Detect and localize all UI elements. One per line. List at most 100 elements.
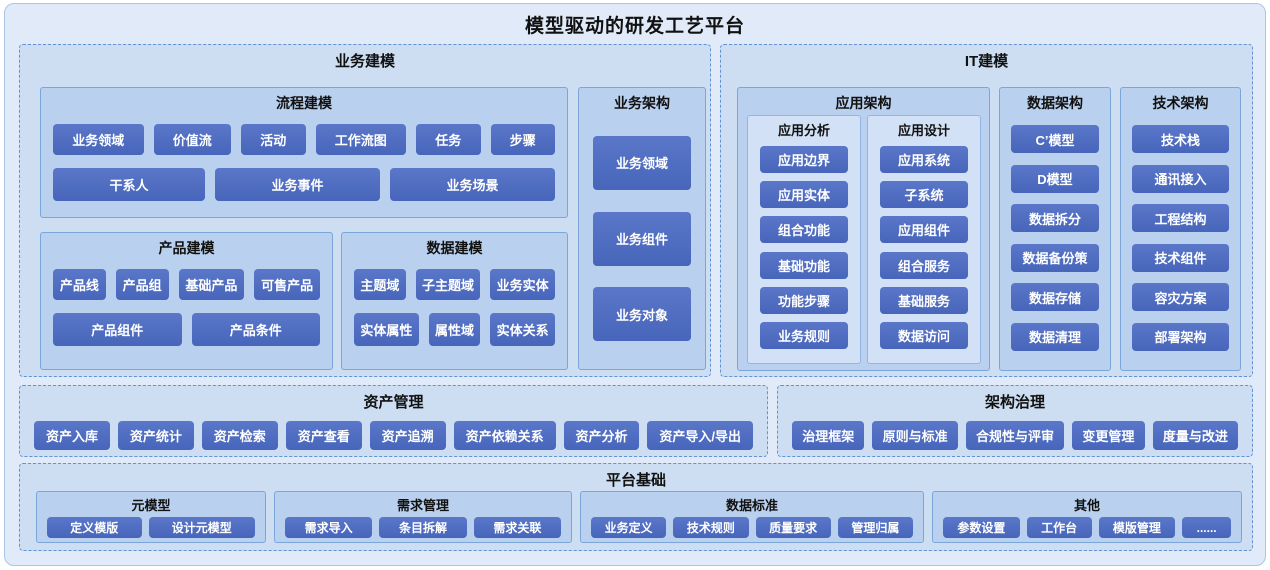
application-analysis-button[interactable]: 基础功能 <box>760 251 848 279</box>
data-architecture-button[interactable]: D模型 <box>1011 164 1099 193</box>
application-analysis-title: 应用分析 <box>777 123 830 138</box>
panel-application-architecture: 应用架构 应用分析 应用边界应用实体组合功能基础功能功能步骤业务规则 应用设计 … <box>737 87 990 371</box>
requirement-management-title: 需求管理 <box>396 498 449 513</box>
process-modeling-button[interactable]: 工作流图 <box>315 124 406 155</box>
others-button[interactable]: 工作台 <box>1026 517 1092 538</box>
technology-architecture-button[interactable]: 部署架构 <box>1132 322 1229 351</box>
application-analysis-items: 应用边界应用实体组合功能基础功能功能步骤业务规则 <box>760 138 848 357</box>
product-modeling-button[interactable]: 产品组 <box>115 269 169 300</box>
business-architecture-button[interactable]: 业务组件 <box>593 211 691 266</box>
data-architecture-button[interactable]: 数据存储 <box>1011 283 1099 312</box>
others-button[interactable]: 参数设置 <box>943 517 1020 538</box>
asset-management-button[interactable]: 资产分析 <box>563 421 640 450</box>
application-design-items: 应用系统子系统应用组件组合服务基础服务数据访问 <box>880 138 968 357</box>
section-business-modeling: 业务建模 流程建模 业务领域价值流活动工作流图任务步骤 干系人业务事件业务场景 … <box>19 44 711 377</box>
application-design-button[interactable]: 应用组件 <box>880 216 968 244</box>
requirement-management-button[interactable]: 条目拆解 <box>379 517 467 538</box>
data-standard-title: 数据标准 <box>725 498 778 513</box>
process-modeling-button[interactable]: 业务事件 <box>215 168 380 201</box>
application-design-button[interactable]: 应用系统 <box>880 146 968 174</box>
data-architecture-button[interactable]: 数据备份策 <box>1011 243 1099 272</box>
technology-architecture-title: 技术架构 <box>1152 95 1209 111</box>
architecture-governance-button[interactable]: 变更管理 <box>1072 421 1145 450</box>
technology-architecture-button[interactable]: 通讯接入 <box>1132 164 1229 193</box>
data-architecture-button[interactable]: 数据拆分 <box>1011 204 1099 233</box>
application-analysis-button[interactable]: 应用边界 <box>760 146 848 174</box>
data-architecture-button[interactable]: 数据清理 <box>1011 322 1099 351</box>
technology-architecture-button[interactable]: 技术栈 <box>1132 125 1229 154</box>
process-modeling-button[interactable]: 活动 <box>241 124 306 155</box>
subpanel-application-analysis: 应用分析 应用边界应用实体组合功能基础功能功能步骤业务规则 <box>747 115 861 364</box>
data-modeling-button[interactable]: 业务实体 <box>490 269 556 300</box>
data-modeling-button[interactable]: 实体属性 <box>354 313 419 346</box>
business-architecture-button[interactable]: 业务领域 <box>593 135 691 190</box>
data-standard-button[interactable]: 业务定义 <box>591 517 667 538</box>
data-modeling-button[interactable]: 主题域 <box>354 269 406 300</box>
data-standard-button[interactable]: 管理归属 <box>837 517 913 538</box>
it-modeling-title: IT建模 <box>964 53 1009 70</box>
product-modeling-row-2: 产品组件产品条件 <box>53 313 320 346</box>
application-analysis-button[interactable]: 组合功能 <box>760 216 848 244</box>
data-modeling-row-2: 实体属性属性域实体关系 <box>354 313 556 346</box>
data-modeling-button[interactable]: 实体关系 <box>490 313 556 346</box>
architecture-governance-items: 治理框架原则与标准合规性与评审变更管理度量与改进 <box>792 421 1239 450</box>
architecture-governance-button[interactable]: 合规性与评审 <box>965 421 1065 450</box>
architecture-governance-button[interactable]: 原则与标准 <box>872 421 958 450</box>
product-modeling-button[interactable]: 基础产品 <box>178 269 245 300</box>
process-modeling-button[interactable]: 干系人 <box>53 168 205 201</box>
architecture-governance-title: 架构治理 <box>984 394 1045 411</box>
process-modeling-row-1: 业务领域价值流活动工作流图任务步骤 <box>53 124 555 155</box>
application-analysis-button[interactable]: 业务规则 <box>760 321 848 349</box>
product-modeling-button[interactable]: 产品条件 <box>191 313 320 346</box>
data-standard-button[interactable]: 技术规则 <box>673 517 749 538</box>
product-modeling-button[interactable]: 产品组件 <box>53 313 182 346</box>
process-modeling-row-2: 干系人业务事件业务场景 <box>53 168 555 201</box>
asset-management-button[interactable]: 资产追溯 <box>369 421 446 450</box>
asset-management-button[interactable]: 资产导入/导出 <box>647 421 753 450</box>
others-button[interactable]: ...... <box>1182 517 1231 538</box>
section-asset-management: 资产管理 资产入库资产统计资产检索资产查看资产追溯资产依赖关系资产分析资产导入/… <box>19 385 768 457</box>
diagram-background: 模型驱动的研发工艺平台 业务建模 流程建模 业务领域价值流活动工作流图任务步骤 … <box>4 3 1266 566</box>
process-modeling-button[interactable]: 任务 <box>416 124 481 155</box>
technology-architecture-button[interactable]: 技术组件 <box>1132 243 1229 272</box>
asset-management-button[interactable]: 资产检索 <box>201 421 278 450</box>
application-design-button[interactable]: 基础服务 <box>880 286 968 314</box>
asset-management-button[interactable]: 资产统计 <box>117 421 194 450</box>
section-platform-foundation: 平台基础 元模型 定义模版设计元模型 需求管理 需求导入条目拆解需求关联 数据标… <box>19 463 1253 551</box>
process-modeling-button[interactable]: 业务领域 <box>53 124 144 155</box>
asset-management-button[interactable]: 资产查看 <box>285 421 362 450</box>
meta-model-title: 元模型 <box>131 498 171 513</box>
technology-architecture-button[interactable]: 工程结构 <box>1132 204 1229 233</box>
product-modeling-button[interactable]: 可售产品 <box>254 269 320 300</box>
data-modeling-button[interactable]: 子主题域 <box>415 269 481 300</box>
others-title: 其他 <box>1073 498 1100 513</box>
architecture-governance-button[interactable]: 度量与改进 <box>1152 421 1239 450</box>
product-modeling-button[interactable]: 产品线 <box>53 269 106 300</box>
product-modeling-row-1: 产品线产品组基础产品可售产品 <box>53 269 320 300</box>
application-design-button[interactable]: 组合服务 <box>880 251 968 279</box>
process-modeling-button[interactable]: 业务场景 <box>390 168 555 201</box>
application-analysis-button[interactable]: 功能步骤 <box>760 286 848 314</box>
application-design-button[interactable]: 子系统 <box>880 181 968 209</box>
asset-management-button[interactable]: 资产依赖关系 <box>453 421 556 450</box>
panel-data-standard: 数据标准 业务定义技术规则质量要求管理归属 <box>580 491 924 543</box>
data-modeling-button[interactable]: 属性域 <box>428 313 481 346</box>
process-modeling-button[interactable]: 步骤 <box>490 124 555 155</box>
architecture-governance-button[interactable]: 治理框架 <box>792 421 865 450</box>
application-design-button[interactable]: 数据访问 <box>880 321 968 349</box>
panel-process-modeling: 流程建模 业务领域价值流活动工作流图任务步骤 干系人业务事件业务场景 <box>40 87 568 218</box>
others-button[interactable]: 模版管理 <box>1098 517 1176 538</box>
data-standard-button[interactable]: 质量要求 <box>755 517 831 538</box>
technology-architecture-button[interactable]: 容灾方案 <box>1132 283 1229 312</box>
application-analysis-button[interactable]: 应用实体 <box>760 181 848 209</box>
data-architecture-button[interactable]: C’模型 <box>1011 125 1099 154</box>
requirement-management-button[interactable]: 需求关联 <box>473 517 561 538</box>
asset-management-button[interactable]: 资产入库 <box>34 421 110 450</box>
meta-model-button[interactable]: 设计元模型 <box>148 517 255 538</box>
panel-product-modeling: 产品建模 产品线产品组基础产品可售产品 产品组件产品条件 <box>40 232 333 370</box>
meta-model-button[interactable]: 定义模版 <box>47 517 142 538</box>
business-architecture-button[interactable]: 业务对象 <box>593 287 691 342</box>
process-modeling-button[interactable]: 价值流 <box>153 124 231 155</box>
requirement-management-button[interactable]: 需求导入 <box>285 517 373 538</box>
